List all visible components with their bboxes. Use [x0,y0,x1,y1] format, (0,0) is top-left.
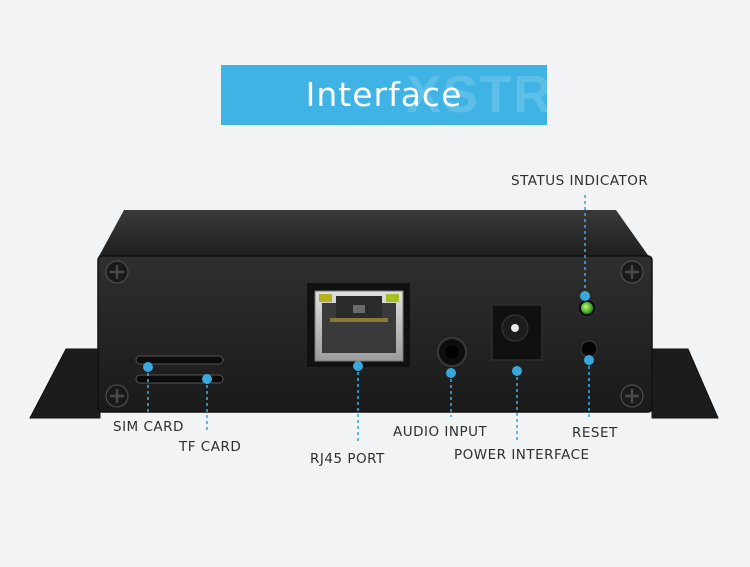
sim-card-label: SIM CARD [113,419,184,435]
tf-card-label: TF CARD [179,439,242,455]
sim-card-marker [143,362,153,372]
power-jack [491,304,543,361]
title-banner: XSTR Interface [221,65,547,125]
rj45-port [307,283,410,367]
status-indicator-marker [580,291,590,301]
screw-top-left [105,260,129,284]
reset-label: RESET [572,425,618,441]
tf-card-marker [202,374,212,384]
rj45-activity-led [386,294,399,302]
status-led [577,298,597,318]
screw-bottom-left [105,384,129,408]
enclosure-top [98,210,650,258]
power-interface-label: POWER INTERFACE [454,447,590,463]
rj45-port-marker [353,361,363,371]
audio-jack [437,337,467,367]
left-mounting-flange [29,348,101,419]
reset-hole [580,340,598,358]
banner-title: Interface [305,75,463,114]
screw-bottom-right [620,384,644,408]
reset-marker [584,355,594,365]
audio-input-label: AUDIO INPUT [393,424,488,440]
banner-watermark: XSTR [406,66,547,124]
audio-input-marker [446,368,456,378]
sim-card-slot [135,355,224,365]
power-interface-marker [512,366,522,376]
status-indicator-label: STATUS INDICATOR [511,173,649,189]
right-mounting-flange [651,348,719,419]
tf-card-slot [135,374,224,384]
screw-top-right [620,260,644,284]
rj45-port-label: RJ45 PORT [310,451,385,467]
rj45-link-led [319,294,332,302]
